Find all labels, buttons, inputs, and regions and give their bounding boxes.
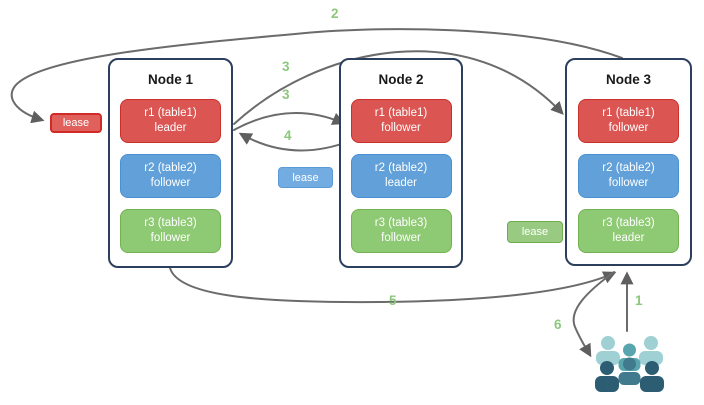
replica-name: r2 (table2) (602, 161, 655, 174)
lease-badge-r1: lease (50, 113, 102, 133)
node-title: Node 1 (147, 72, 193, 87)
lease-badge-r3: lease (507, 221, 563, 243)
step-label-2: 2 (331, 6, 339, 21)
replica-r1-node3: r1 (table1) follower (578, 99, 679, 143)
node-3: Node 3 r1 (table1) follower r2 (table2) … (565, 58, 692, 266)
replica-name: r3 (table3) (374, 216, 428, 229)
replica-r2-node1: r2 (table2) follower (120, 154, 221, 198)
replica-role: leader (612, 232, 645, 244)
replica-role: leader (154, 122, 187, 134)
replica-name: r2 (table2) (144, 161, 197, 174)
step-label-6: 6 (554, 317, 562, 332)
replica-r2-node2: r2 (table2) leader (350, 154, 452, 198)
replica-role: follower (150, 232, 191, 244)
replica-r1-node2: r1 (table1) follower (350, 99, 452, 143)
step-label-3b: 3 (282, 87, 290, 102)
replica-r1-node1: r1 (table1) leader (120, 99, 221, 143)
replica-r3-node1: r3 (table3) follower (120, 209, 221, 253)
replica-role: leader (385, 177, 417, 189)
step-label-5: 5 (389, 293, 397, 308)
replica-role: follower (381, 232, 421, 244)
replica-r3-node3: r3 (table3) leader (578, 209, 679, 253)
node-2: Node 2 r1 (table1) follower r2 (table2) … (339, 58, 463, 268)
arrow-step-4-to-node1 (238, 132, 351, 152)
arrow-step-2 (10, 28, 623, 124)
replica-name: r3 (table3) (602, 216, 655, 229)
node-title: Node 3 (605, 72, 651, 87)
replica-role: follower (608, 177, 649, 189)
replica-r3-node2: r3 (table3) follower (350, 209, 452, 253)
node-title: Node 2 (378, 72, 424, 87)
users-group-icon (595, 336, 664, 392)
replica-name: r1 (table1) (602, 106, 655, 119)
replica-name: r3 (table3) (144, 216, 197, 229)
node-1: Node 1 r1 (table1) leader r2 (table2) fo… (108, 58, 233, 268)
replica-role: follower (381, 122, 421, 134)
step-label-4: 4 (284, 128, 292, 143)
replica-name: r2 (table2) (374, 161, 428, 174)
step-label-1: 1 (635, 293, 643, 308)
replica-name: r1 (table1) (374, 106, 428, 119)
replica-role: follower (150, 177, 191, 189)
replica-r2-node3: r2 (table2) follower (578, 154, 679, 198)
replica-name: r1 (table1) (144, 106, 197, 119)
lease-badge-r2: lease (278, 167, 333, 188)
step-label-3a: 3 (282, 59, 290, 74)
replica-role: follower (608, 122, 649, 134)
